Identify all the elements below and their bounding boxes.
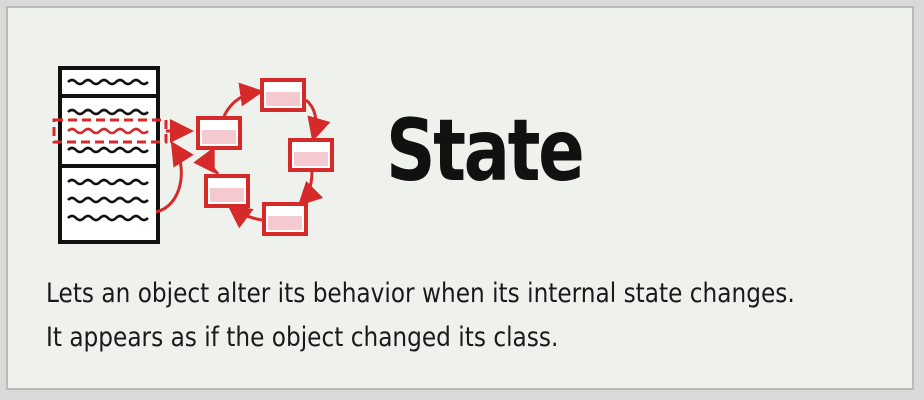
state-box-4 <box>262 202 308 236</box>
pattern-title: State <box>386 101 585 201</box>
pattern-description: Lets an object alter its behavior when i… <box>46 272 896 360</box>
state-machine-icon <box>52 66 334 244</box>
description-line-2: It appears as if the object changed its … <box>46 322 559 353</box>
description-line-1: Lets an object alter its behavior when i… <box>46 278 795 309</box>
object-document-icon <box>52 66 168 244</box>
state-box-3 <box>288 138 334 172</box>
state-box-1 <box>196 116 242 150</box>
state-box-5 <box>204 174 250 208</box>
pattern-card: State Lets an object alter its behavior … <box>6 6 914 390</box>
state-box-2 <box>260 78 306 112</box>
